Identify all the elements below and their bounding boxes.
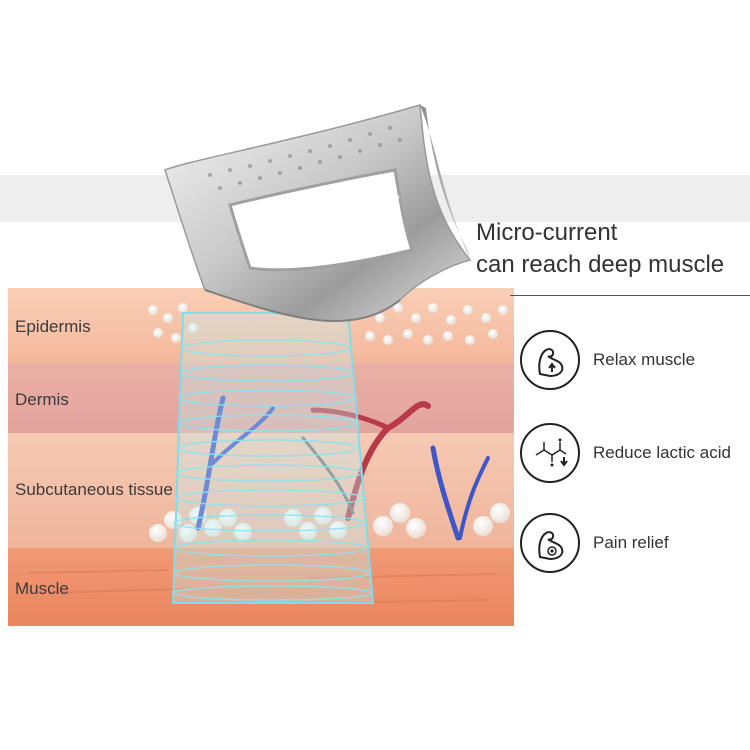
headline-divider (510, 295, 750, 296)
benefit-pain-relief: Pain relief (520, 513, 750, 577)
arm-target-icon (520, 513, 580, 573)
benefit-relax-muscle: Relax muscle (520, 330, 750, 394)
brand-watermark: KAMET (318, 190, 401, 215)
headline-line-1: Micro-current (476, 219, 618, 246)
headline-line-2: can reach deep muscle (476, 251, 725, 278)
benefit-label: Reduce lactic acid (593, 443, 731, 462)
muscle-label: Muscle (15, 579, 69, 598)
dermis-label: Dermis (15, 390, 69, 409)
benefit-reduce-lactic-acid: Reduce lactic acid (520, 423, 750, 487)
subcutaneous-label: Subcutaneous tissue (15, 480, 173, 499)
benefit-label: Pain relief (593, 533, 669, 552)
microcurrent-gua-sha-device (164, 104, 472, 322)
epidermis-label: Epidermis (15, 317, 91, 336)
lactic-acid-molecule-icon (520, 423, 580, 483)
muscle-layer (8, 548, 514, 626)
skin-cross-section (8, 288, 514, 626)
flexed-arm-up-icon (520, 330, 580, 390)
benefit-label: Relax muscle (593, 350, 696, 369)
